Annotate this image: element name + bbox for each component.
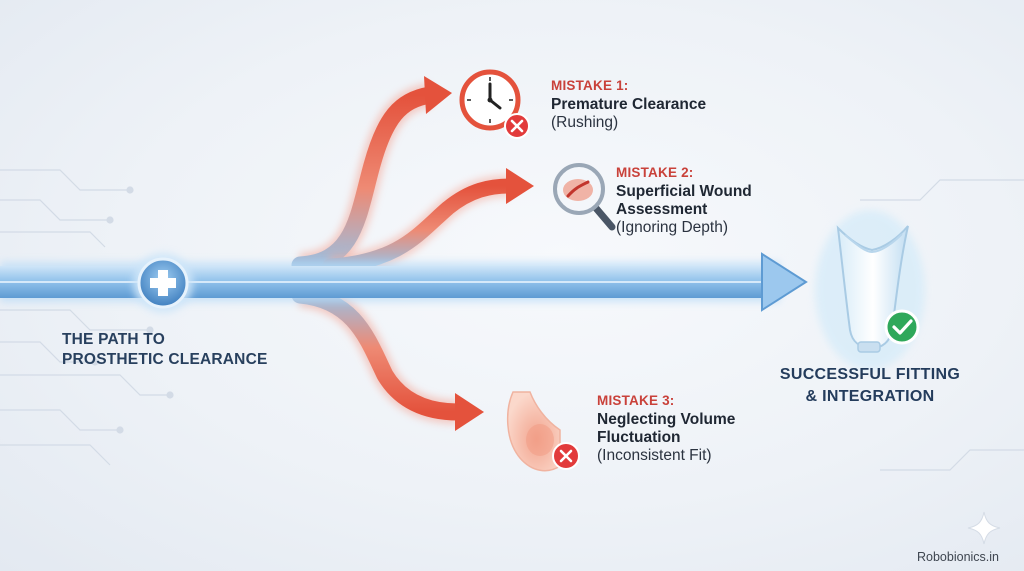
mistake-2-name-line2: Assessment: [616, 201, 708, 218]
mistake-1-title: MISTAKE 1:: [551, 78, 629, 93]
mistake-1-label: MISTAKE 1: Premature Clearance (Rushing): [551, 78, 706, 132]
success-check-icon: [884, 309, 920, 345]
sparkle-icon: [967, 511, 1001, 545]
mistake-3-title: MISTAKE 3:: [597, 393, 675, 408]
mistake-1-name: Premature Clearance: [551, 96, 707, 113]
mistake-2-title: MISTAKE 2:: [616, 165, 694, 180]
mistake-2-label: MISTAKE 2: Superficial Wound Assessment …: [616, 165, 752, 237]
path-label-line1: THE PATH TO: [62, 331, 165, 348]
mistake-3-arrow: [291, 283, 484, 431]
medical-cross-badge: [133, 253, 193, 313]
main-path-arrow: [0, 252, 808, 312]
error-x-icon: [504, 113, 530, 139]
mistake-2-name: Superficial Wound: [616, 183, 752, 200]
success-label-line2: & INTEGRATION: [805, 388, 935, 405]
mistake-2-arrow: [322, 168, 534, 277]
mistake-3-name-line2: Fluctuation: [597, 429, 681, 446]
mistake-2-note: (Ignoring Depth): [616, 219, 729, 236]
error-x-icon: [552, 442, 580, 470]
limb-icon: [506, 391, 561, 472]
mistake-1-arrow: [291, 76, 452, 277]
circuit-traces: [0, 169, 1024, 471]
path-label: THE PATH TO PROSTHETIC CLEARANCE: [62, 330, 268, 370]
prosthetic-socket-icon: [815, 210, 925, 370]
watermark-text: Robobionics.in: [917, 550, 999, 564]
mistake-3-note: (Inconsistent Fit): [597, 447, 712, 464]
success-label-line1: SUCCESSFUL FITTING: [779, 366, 961, 383]
path-label-line2: PROSTHETIC CLEARANCE: [62, 351, 268, 368]
mistake-3-name: Neglecting Volume: [597, 411, 736, 428]
mistake-1-note: (Rushing): [551, 114, 619, 131]
clock-icon: [459, 69, 521, 131]
success-label: SUCCESSFUL FITTING & INTEGRATION: [752, 364, 988, 408]
medical-cross-icon: [150, 270, 176, 296]
mistake-3-label: MISTAKE 3: Neglecting Volume Fluctuation…: [597, 393, 735, 465]
magnifier-icon: [553, 163, 616, 231]
